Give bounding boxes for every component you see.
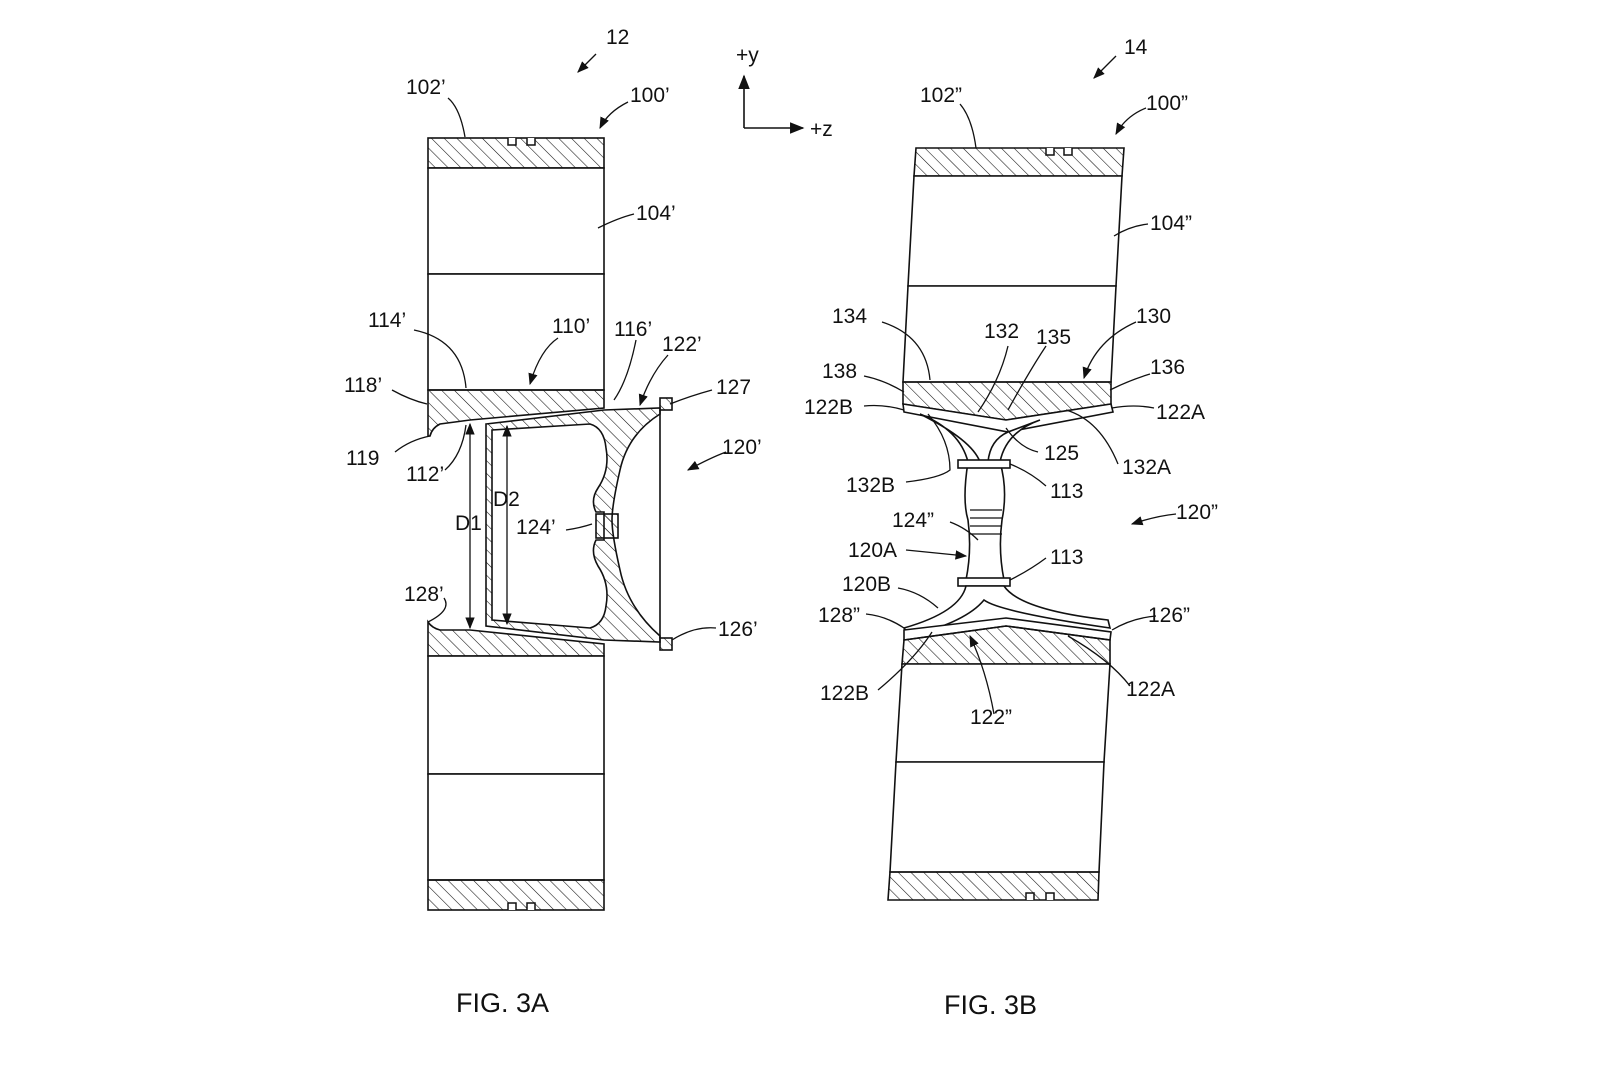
fig3b-label-14: 14 [1124, 36, 1148, 59]
fig3a-label-110: 110’ [552, 315, 590, 338]
fig3a-spacer-web [595, 513, 619, 539]
fig3a-label-126: 126’ [718, 618, 758, 641]
fig3b-ring-113-bottom [957, 577, 1011, 587]
fig3b-label-138: 138 [822, 360, 857, 383]
fig3b-label-125: 125 [1044, 442, 1079, 465]
fig3a-lower-block-2 [427, 773, 605, 881]
fig3b-label-113-bottom: 113 [1050, 546, 1083, 569]
fig3b-upper-neck [919, 413, 1041, 463]
fig3b-lower-flange [901, 625, 1111, 665]
fig3a-tip-127 [659, 397, 673, 411]
fig3a-tip-126 [659, 637, 673, 651]
fig3b-label-132B: 132B [846, 474, 895, 497]
fig3a-label-100: 100’ [630, 84, 670, 107]
fig3b-label-102: 102” [920, 84, 962, 107]
fig3b-top-rim [913, 147, 1125, 177]
fig3a-label-112: 112’ [406, 463, 444, 486]
fig3b-label-120: 120” [1176, 501, 1218, 524]
fig3b-label-126: 126” [1148, 604, 1190, 627]
fig3a-label-124: 124’ [516, 516, 556, 539]
fig3a-lower-block-1 [427, 655, 605, 775]
fig3a-label-102: 102’ [406, 76, 446, 99]
fig3a-label-116: 116’ [614, 318, 652, 341]
fig3b-label-122B-bottom: 122B [820, 682, 869, 705]
fig3b-lower-block-2 [889, 761, 1105, 873]
axes-indicator: +y +z [736, 44, 833, 141]
fig3b-upper-block-1 [907, 175, 1123, 287]
fig3b-upper-plate [902, 403, 1114, 433]
fig3b-label-132A: 132A [1122, 456, 1171, 479]
fig3b-label-122A-bottom: 122A [1126, 678, 1175, 701]
fig3b-label-130: 130 [1136, 305, 1171, 328]
fig3b-label-136: 136 [1150, 356, 1185, 379]
fig3b-label-113-top: 113 [1050, 480, 1083, 503]
fig3b-spool-body [964, 461, 1006, 581]
fig3b-label-120B: 120B [842, 573, 891, 596]
fig3a-upper-block-2 [427, 273, 605, 391]
fig3a-label-119: 119 [346, 447, 379, 470]
fig3a-label-12: 12 [606, 26, 629, 49]
axis-y-label: +y [736, 44, 759, 67]
fig3b-label-135: 135 [1036, 326, 1071, 349]
fig3a-upper-flange [427, 389, 605, 437]
fig3a-label-104: 104’ [636, 202, 676, 225]
axis-z-label: +z [810, 118, 833, 141]
figure-3a: 12 102’ 100’ 104’ 114’ 110’ 116’ 122’ 11… [344, 26, 762, 1018]
fig3a-label-118: 118’ [344, 374, 382, 397]
figure-3b: 14 102” 100” 104” 134 130 132 135 138 13… [804, 36, 1218, 1020]
fig3b-label-122A-top: 122A [1156, 401, 1205, 424]
fig3b-label-104: 104” [1150, 212, 1192, 235]
fig3a-label-128: 128’ [404, 583, 444, 606]
fig3a-label-122: 122’ [662, 333, 702, 356]
fig3b-label-120A: 120A [848, 539, 897, 562]
fig3b-label-128: 128” [818, 604, 860, 627]
fig3b-label-100: 100” [1146, 92, 1188, 115]
fig3a-lower-flange [427, 619, 605, 657]
fig3a-upper-block-1 [427, 167, 605, 275]
fig3b-caption: FIG. 3B [944, 990, 1037, 1020]
fig3a-caption: FIG. 3A [456, 988, 549, 1018]
fig3a-label-D2: D2 [493, 488, 520, 511]
fig3a-label-120: 120’ [722, 436, 762, 459]
fig3b-label-124: 124” [892, 509, 934, 532]
fig3b-label-122: 122” [970, 706, 1012, 729]
fig3b-ring-113-top [957, 459, 1011, 469]
fig3a-spacer-cavity [491, 423, 608, 629]
fig3b-label-134: 134 [832, 305, 867, 328]
fig3b-label-132: 132 [984, 320, 1019, 343]
fig3b-bottom-rim [887, 871, 1100, 901]
fig3a-label-D1: D1 [455, 512, 482, 535]
fig3a-label-114: 114’ [368, 309, 406, 332]
fig3b-label-122B-top: 122B [804, 396, 853, 419]
fig3a-label-127: 127 [716, 376, 751, 399]
